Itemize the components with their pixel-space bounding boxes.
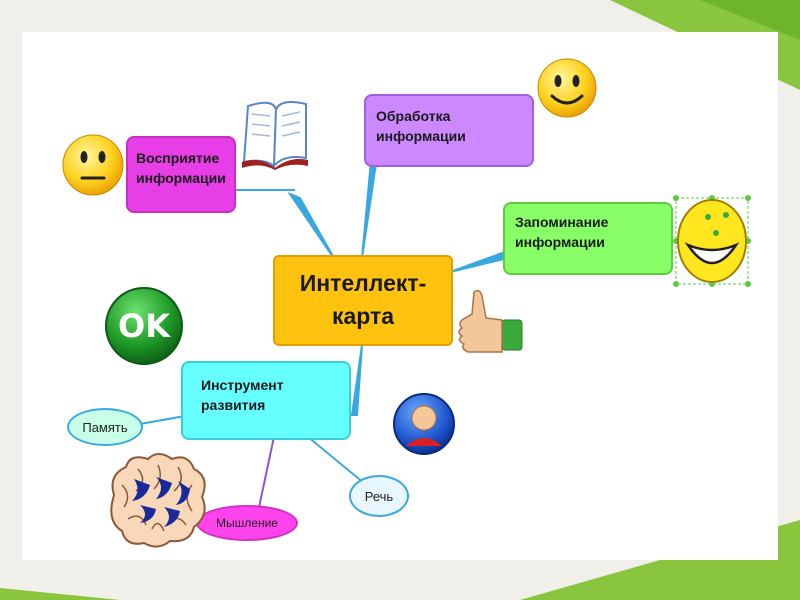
connector-perception — [287, 191, 336, 261]
leaf-memory-label: Память — [82, 419, 128, 435]
node-tool[interactable]: Инструмент развития — [181, 361, 351, 440]
node-processing[interactable]: Обработка информации — [364, 94, 534, 167]
node-memorizing[interactable]: Запоминание информации — [503, 202, 673, 275]
node-center-label: Интеллект- карта — [299, 270, 427, 329]
node-memorizing-label: Запоминание информации — [515, 214, 609, 250]
leaf-memory[interactable]: Память — [67, 408, 143, 446]
node-processing-label: Обработка информации — [376, 108, 466, 144]
ok-badge-label: OK — [118, 307, 170, 345]
leaf-speech-label: Речь — [364, 488, 394, 504]
node-center[interactable]: Интеллект- карта — [273, 255, 453, 346]
connector-memory — [139, 415, 186, 425]
leaf-thinking-label: Мышление — [216, 516, 278, 530]
node-tool-label: Инструмент развития — [201, 377, 284, 413]
node-perception-label: Восприятие информации — [136, 150, 226, 186]
node-perception[interactable]: Восприятие информации — [126, 136, 236, 213]
leaf-speech[interactable]: Речь — [349, 475, 409, 517]
